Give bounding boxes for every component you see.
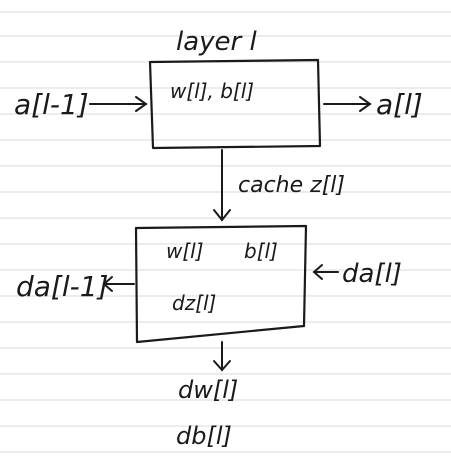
backward-output-arrow [102, 276, 135, 292]
backward-layer-box [134, 224, 308, 344]
backward-input-label: da[l] [342, 259, 402, 289]
forward-output-label: a[l] [376, 88, 423, 121]
forward-layer-box [148, 58, 322, 150]
grad-w-label: dw[l] [178, 376, 238, 404]
backward-dz-label: dz[l] [172, 291, 216, 315]
gradient-arrow [213, 341, 231, 372]
backward-input-arrow [312, 264, 339, 280]
forward-output-arrow [323, 96, 372, 112]
grad-b-label: db[l] [176, 422, 232, 450]
backward-w-label: w[l] [166, 239, 204, 263]
forward-input-label: a[l-1] [14, 88, 89, 121]
cache-arrow [213, 149, 231, 222]
ruled-lines [0, 11, 451, 453]
layer-title: layer l [176, 27, 257, 57]
forward-params-label: w[l], b[l] [170, 79, 254, 103]
backward-b-label: b[l] [244, 239, 278, 263]
backward-output-label: da[l-1] [16, 270, 108, 303]
cache-label: cache z[l] [238, 173, 345, 198]
forward-input-arrow [89, 96, 148, 112]
